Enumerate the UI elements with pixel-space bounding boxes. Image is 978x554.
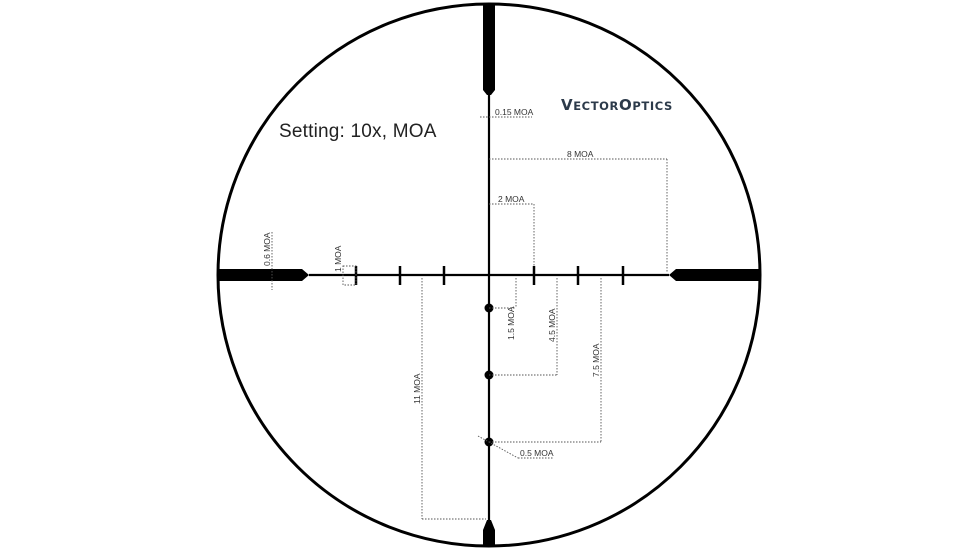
dimension-lines: [271, 116, 668, 520]
label-1-5-moa: 1.5 MOA: [506, 306, 516, 340]
setting-caption: Setting: 10x, MOA: [279, 121, 437, 142]
label-7-5-moa: 7.5 MOA: [591, 343, 601, 377]
right-post: [669, 269, 760, 281]
top-post: [483, 4, 495, 95]
label-11-moa: 11 MOA: [412, 373, 422, 404]
brand-ptics: PTICS: [632, 99, 673, 113]
label-0-5-moa: 0.5 MOA: [520, 448, 554, 458]
left-post: [218, 269, 309, 281]
label-0-15-moa: 0.15 MOA: [495, 107, 534, 117]
label-2-moa: 2 MOA: [498, 194, 525, 204]
label-4-5-moa: 4.5 MOA: [547, 308, 557, 342]
bottom-post: [483, 520, 495, 546]
brand-v: V: [561, 96, 574, 114]
label-0-6-moa: 0.6 MOA: [262, 232, 272, 266]
label-8-moa: 8 MOA: [567, 149, 594, 159]
brand-logo: VECTOROPTICS: [561, 96, 673, 114]
brand-o-reticle-icon: O: [619, 96, 633, 114]
label-1-moa: 1 MOA: [333, 245, 343, 272]
brand-ector: ECTOR: [573, 99, 619, 113]
